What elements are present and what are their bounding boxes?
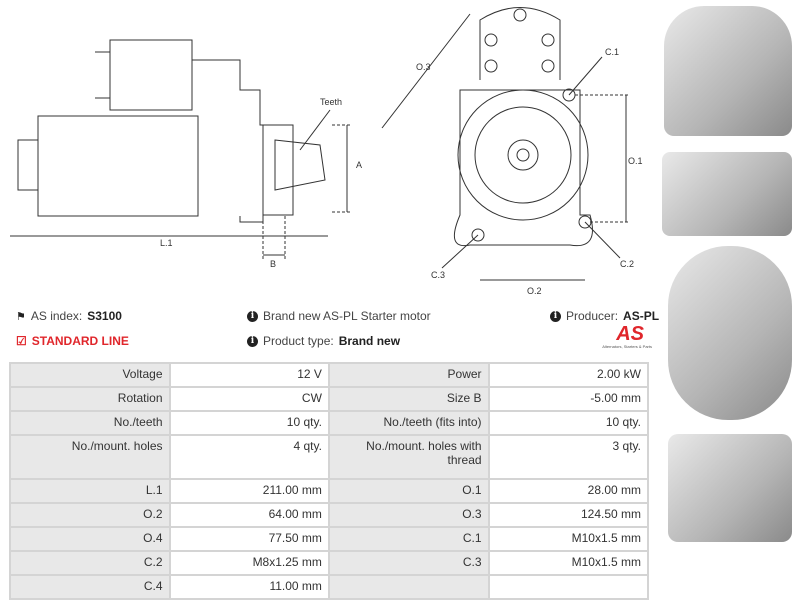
spec-value: 28.00 mm — [487, 478, 650, 504]
description: i Brand new AS-PL Starter motor — [247, 309, 431, 323]
spec-label: C.4 — [9, 574, 171, 600]
spec-label: C.2 — [9, 550, 171, 576]
spec-value: 12 V — [168, 362, 330, 388]
spec-label: No./teeth (fits into) — [327, 410, 490, 436]
spec-label: No./teeth — [9, 410, 171, 436]
spec-label: Power — [327, 362, 490, 388]
product-type: i Product type: Brand new — [247, 334, 400, 348]
spec-value: 124.50 mm — [487, 502, 650, 528]
product-type-label: Product type: — [263, 334, 334, 348]
spec-value: 64.00 mm — [168, 502, 330, 528]
product-photo-rear[interactable] — [668, 246, 792, 420]
spec-value: CW — [168, 386, 330, 412]
spec-value: 10 qty. — [487, 410, 650, 436]
logo-text: AS — [616, 323, 644, 345]
label-teeth: Teeth — [320, 97, 343, 107]
label-a: A — [356, 160, 363, 170]
label-o1: O.1 — [628, 156, 643, 166]
spec-label: Voltage — [9, 362, 171, 388]
spec-label: O.1 — [327, 478, 490, 504]
spec-label: C.1 — [327, 526, 490, 552]
spec-label: O.4 — [9, 526, 171, 552]
spec-value: 4 qty. — [168, 434, 330, 480]
spec-label: L.1 — [9, 478, 171, 504]
spec-label — [327, 574, 490, 600]
logo-tagline: Alternators, Starters & Parts — [602, 344, 652, 349]
label-l1: L.1 — [160, 238, 173, 248]
standard-line-label: STANDARD LINE — [31, 334, 129, 348]
side-view-drawing — [10, 39, 352, 260]
as-index-label: AS index: — [30, 309, 83, 323]
label-o3: O.3 — [416, 62, 431, 72]
spec-label: O.2 — [9, 502, 171, 528]
spec-value: 3 qty. — [487, 434, 650, 480]
label-b: B — [270, 259, 277, 269]
as-pl-logo: AS Alternators, Starters & Parts — [588, 324, 652, 349]
spec-label: No./mount. holes — [9, 434, 171, 480]
front-view-drawing — [381, 7, 630, 281]
info-icon: i — [247, 335, 258, 347]
tag-icon: ⚑ — [16, 310, 26, 323]
spec-label: C.3 — [327, 550, 490, 576]
spec-value: 77.50 mm — [168, 526, 330, 552]
product-type-value: Brand new — [338, 334, 401, 348]
spec-value: 10 qty. — [168, 410, 330, 436]
label-c3: C.3 — [431, 270, 446, 280]
as-index: ⚑ AS index: S3100 — [16, 309, 122, 323]
spec-value: M10x1.5 mm — [487, 550, 650, 576]
info-icon: i — [247, 310, 258, 322]
spec-value — [487, 574, 650, 600]
spec-value: 2.00 kW — [487, 362, 650, 388]
checkbox-icon: ☑ — [16, 334, 27, 348]
spec-value: 11.00 mm — [168, 574, 330, 600]
spec-value: -5.00 mm — [487, 386, 650, 412]
spec-value: M8x1.25 mm — [168, 550, 330, 576]
spec-label: Rotation — [9, 386, 171, 412]
spec-label: O.3 — [327, 502, 490, 528]
producer-value: AS-PL — [623, 309, 660, 323]
spec-value: 211.00 mm — [168, 478, 330, 504]
label-c1: C.1 — [605, 47, 620, 57]
spec-label: Size B — [327, 386, 490, 412]
producer-label: Producer: — [566, 309, 619, 323]
info-icon: i — [550, 310, 561, 322]
standard-line-badge: ☑ STANDARD LINE — [16, 334, 129, 348]
label-c2: C.2 — [620, 259, 635, 269]
spec-value: M10x1.5 mm — [487, 526, 650, 552]
product-photo-front[interactable] — [664, 6, 792, 136]
spec-label: No./mount. holes with thread — [327, 434, 490, 480]
label-o2: O.2 — [527, 286, 542, 296]
product-photo-side[interactable] — [662, 152, 792, 236]
producer: i Producer: AS-PL — [550, 309, 659, 323]
product-photo-angle[interactable] — [668, 434, 792, 542]
description-text: Brand new AS-PL Starter motor — [263, 309, 431, 323]
as-index-value: S3100 — [87, 309, 122, 323]
